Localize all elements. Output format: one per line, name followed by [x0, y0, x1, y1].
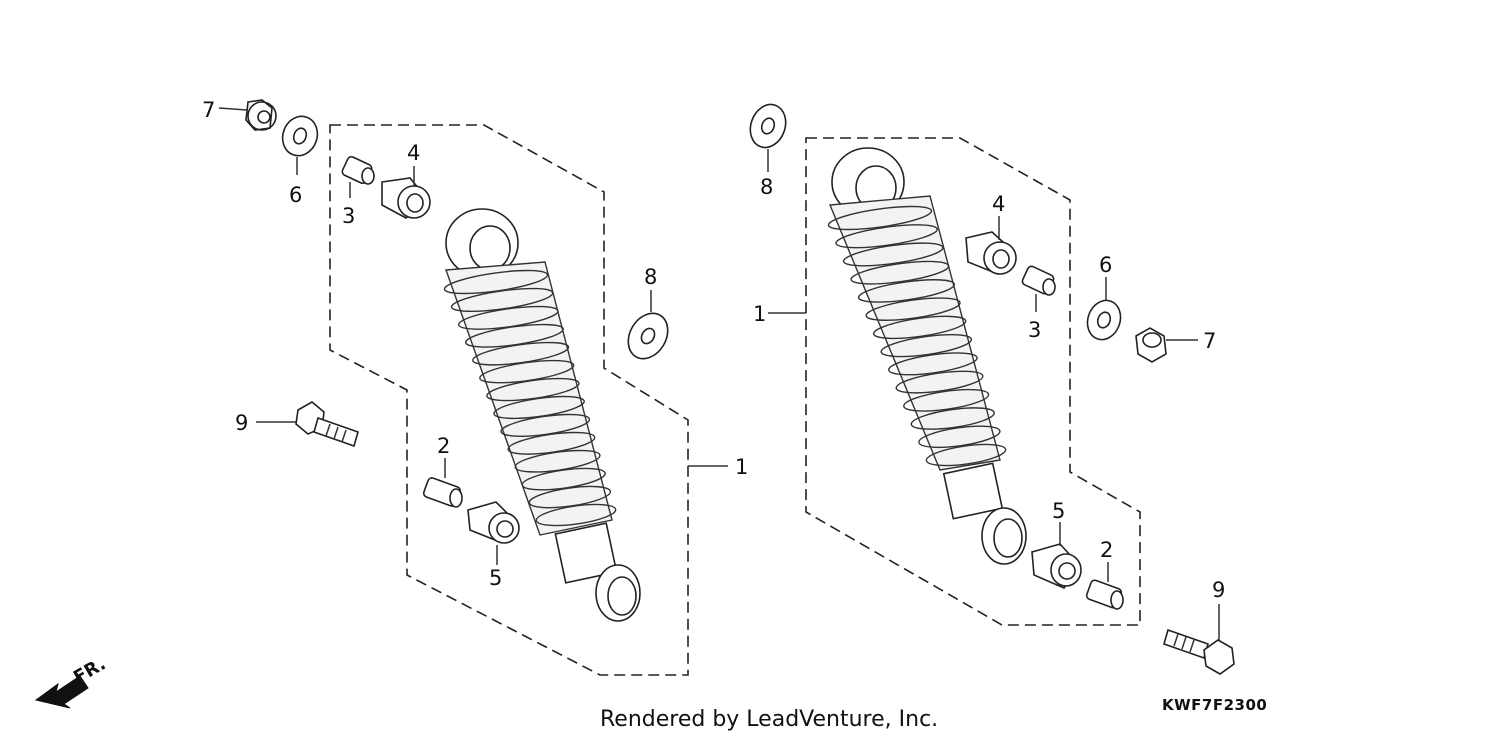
- right-shock-assembly: 8 1 4 3 6 7: [745, 100, 1235, 675]
- right-bolt-part-9[interactable]: [1163, 628, 1235, 675]
- callout-left-9: 9: [235, 411, 248, 435]
- callout-right-5: 5: [1052, 499, 1065, 523]
- spring-coil: [865, 297, 961, 321]
- callout-right-2: 2: [1100, 538, 1113, 562]
- left-bolt-part-9[interactable]: [295, 401, 359, 448]
- spring-coil: [835, 224, 938, 249]
- left-collar-part-3[interactable]: [341, 155, 375, 185]
- callout-left-7: 7: [202, 98, 215, 122]
- callout-right-7: 7: [1203, 329, 1216, 353]
- callout-left-1: 1: [735, 455, 748, 479]
- spring-coil: [888, 352, 978, 376]
- callout-left-6: 6: [289, 183, 302, 207]
- spring-coil: [918, 425, 1001, 449]
- spring-coil: [903, 388, 990, 412]
- left-collar-part-2[interactable]: [422, 477, 463, 508]
- right-washer-part-8[interactable]: [745, 100, 792, 153]
- spring-coil: [872, 315, 967, 340]
- right-collar-part-3[interactable]: [1021, 265, 1056, 296]
- callout-right-4: 4: [992, 192, 1005, 216]
- callout-left-5: 5: [489, 566, 502, 590]
- spring-coil: [850, 260, 950, 285]
- left-bush-part-5[interactable]: [467, 501, 520, 544]
- spring-coil: [895, 370, 984, 394]
- spring-coil: [857, 279, 956, 303]
- right-shock-absorber[interactable]: [827, 147, 1027, 565]
- left-shock-absorber[interactable]: [443, 208, 641, 622]
- front-direction-arrow: FR.: [34, 653, 109, 709]
- left-shock-assembly: 7 6 3 4 8: [202, 98, 748, 676]
- left-bush-part-4[interactable]: [381, 177, 431, 219]
- right-bush-part-5[interactable]: [1031, 543, 1082, 589]
- spring-coil: [925, 443, 1007, 467]
- footer-credit: Rendered by LeadVenture, Inc.: [600, 707, 939, 732]
- left-washer-part-6[interactable]: [277, 111, 323, 160]
- right-nut-part-7[interactable]: [1135, 327, 1167, 363]
- callout-right-9: 9: [1212, 578, 1225, 602]
- left-washer-part-8[interactable]: [620, 306, 675, 366]
- right-collar-part-2[interactable]: [1085, 579, 1124, 610]
- left-nut-part-7[interactable]: [245, 99, 277, 131]
- right-bush-part-4[interactable]: [965, 231, 1017, 275]
- callout-left-2: 2: [437, 434, 450, 458]
- spring-coil: [910, 407, 995, 430]
- left-assembly-boundary: [329, 124, 689, 676]
- spring-coil: [827, 205, 933, 231]
- callout-right-8: 8: [760, 175, 773, 199]
- spring-coil: [880, 333, 973, 358]
- callout-right-3: 3: [1028, 318, 1041, 342]
- right-assembly-boundary: [805, 137, 1141, 626]
- callout-left-3: 3: [342, 204, 355, 228]
- spring-coil: [535, 503, 617, 527]
- right-washer-part-6[interactable]: [1082, 296, 1126, 345]
- spring-coil: [842, 242, 944, 267]
- callout-right-6: 6: [1099, 253, 1112, 277]
- diagram-code: KWF7F2300: [1162, 696, 1268, 714]
- callout-left-4: 4: [407, 141, 420, 165]
- callout-left-8: 8: [644, 265, 657, 289]
- callout-right-1: 1: [753, 302, 766, 326]
